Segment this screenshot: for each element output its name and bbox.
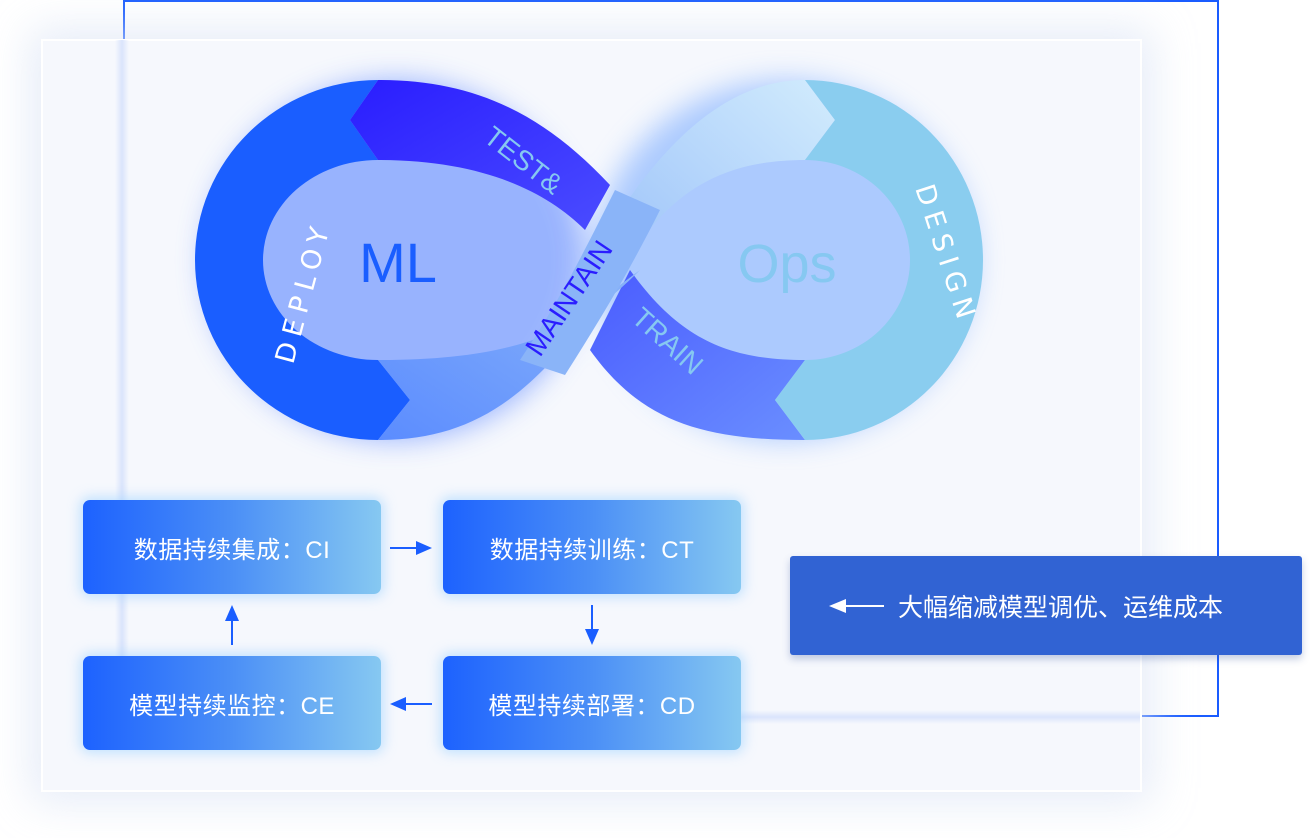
flow-ct-label: 数据持续训练：CT [489, 536, 695, 564]
label-ops: Ops [737, 234, 836, 294]
flow-box-ci: 数据持续集成：CI [83, 500, 381, 594]
arrow-left-icon [390, 697, 432, 711]
card-glow-horizontal [740, 710, 1140, 724]
arrow-left-icon [829, 598, 884, 613]
flow-box-cd: 模型持续部署：CD [443, 656, 741, 750]
cost-reduction-banner: 大幅缩减模型调优、运维成本 [790, 556, 1302, 655]
segment-train [590, 270, 805, 440]
segment-design [775, 80, 983, 440]
arrow-up-icon [225, 605, 239, 645]
flow-box-ct: 数据持续训练：CT [443, 500, 741, 594]
label-ml: ML [359, 231, 437, 294]
arrow-down-icon [585, 605, 599, 645]
segment-deploy [195, 80, 410, 440]
segment-test [350, 80, 610, 230]
segment-maintain-lower [378, 270, 640, 440]
banner-text: 大幅缩减模型调优、运维成本 [898, 593, 1224, 622]
flow-ci-label: 数据持续集成：CI [133, 536, 331, 564]
segment-maintain-cross [520, 190, 660, 375]
flow-box-ce: 模型持续监控：CE [83, 656, 381, 750]
arrow-right-icon [390, 541, 432, 555]
flow-cd-label: 模型持续部署：CD [488, 692, 696, 720]
flow-ce-label: 模型持续监控：CE [129, 692, 335, 720]
